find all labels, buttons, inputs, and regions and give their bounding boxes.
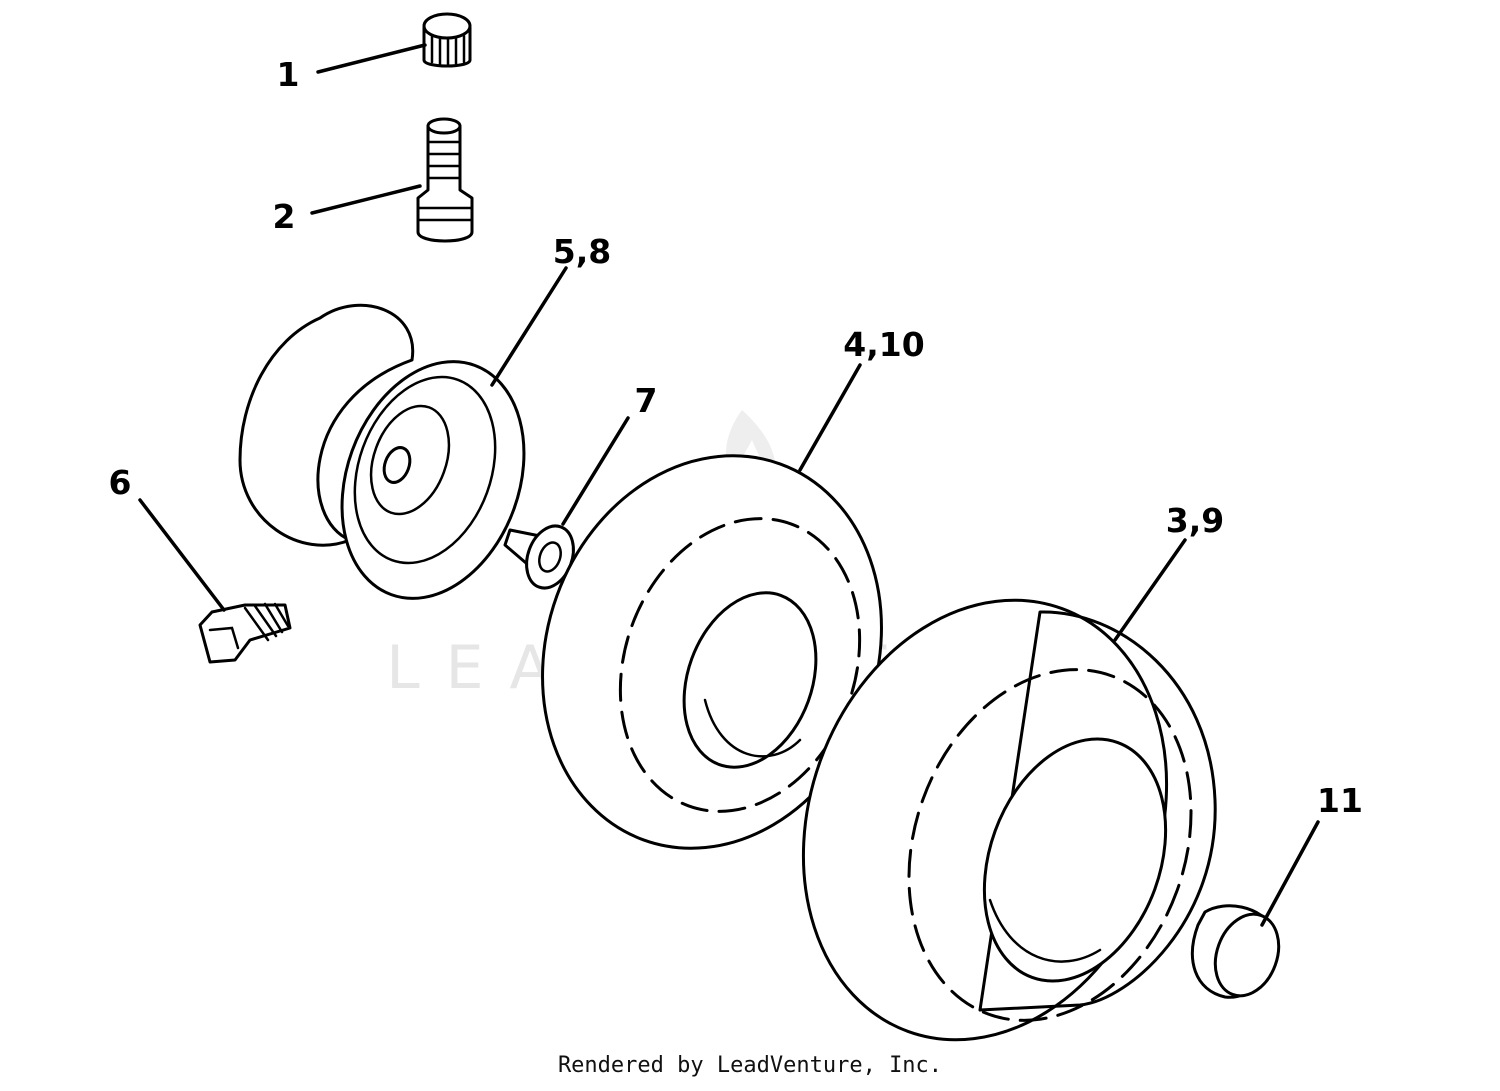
callout-6: 6	[109, 463, 132, 502]
valve-stem-icon	[416, 117, 474, 243]
callout-labels: 1 2 5,8 4,10 7 6 3,9 11	[109, 55, 1363, 820]
callout-4-10: 4,10	[843, 325, 924, 364]
wheel-rim-icon	[238, 303, 526, 600]
callout-2: 2	[273, 197, 296, 236]
callout-11: 11	[1317, 781, 1363, 820]
footer-credit: Rendered by LeadVenture, Inc.	[557, 1053, 943, 1078]
callout-3-9: 3,9	[1166, 501, 1224, 540]
leader-39	[1113, 538, 1187, 642]
cap-icon	[1190, 904, 1281, 999]
callout-7: 7	[635, 381, 658, 420]
leader-58	[490, 266, 568, 387]
watermark-flame-icon	[726, 410, 776, 495]
callout-1: 1	[277, 55, 300, 94]
leader-2	[310, 184, 422, 215]
leader-11	[1260, 820, 1320, 927]
leader-410	[798, 363, 862, 472]
leader-7	[561, 416, 630, 526]
leader-1	[316, 43, 427, 74]
leader-6	[138, 498, 226, 612]
bushing-icon	[503, 524, 575, 590]
valve-cap-icon	[422, 12, 472, 68]
callout-5-8: 5,8	[553, 232, 611, 271]
tire-icon	[801, 598, 1217, 1042]
bolt-icon	[198, 602, 292, 664]
leader-lines	[138, 43, 1320, 927]
